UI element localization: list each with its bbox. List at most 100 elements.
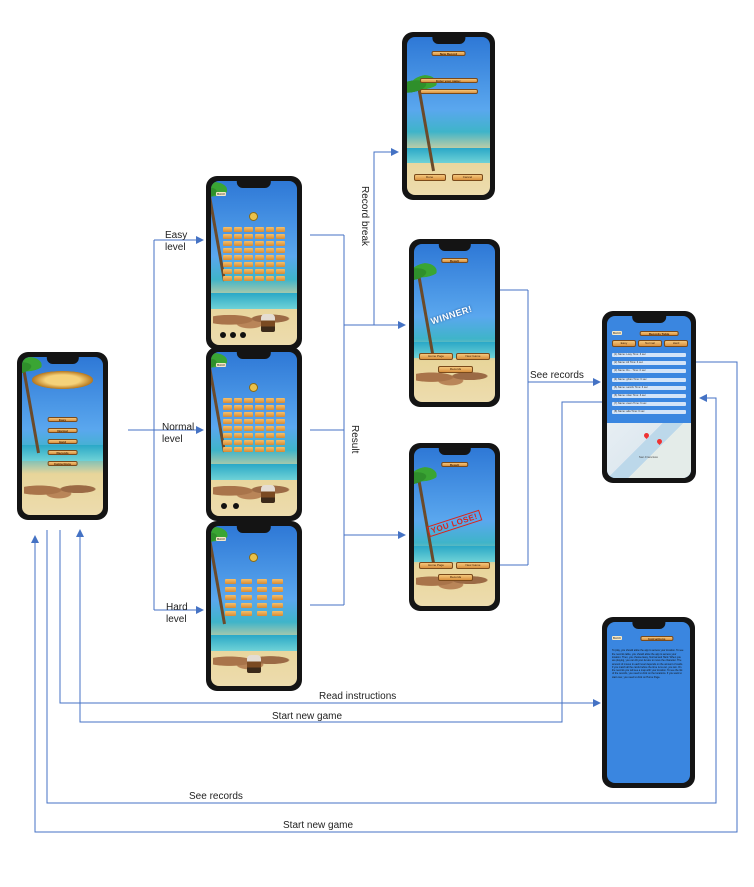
card-tile[interactable] — [265, 446, 275, 452]
card-tile[interactable] — [244, 439, 253, 445]
card-tile[interactable] — [223, 275, 232, 281]
card-tile[interactable] — [223, 425, 232, 431]
name-input[interactable] — [419, 89, 478, 95]
card-tile[interactable] — [233, 261, 243, 267]
card-tile[interactable] — [224, 610, 236, 616]
records-button[interactable]: Records — [438, 365, 473, 373]
card-tile[interactable] — [224, 594, 236, 600]
card-tile[interactable] — [256, 586, 268, 592]
card-tile[interactable] — [233, 254, 243, 260]
card-tile[interactable] — [255, 240, 264, 246]
card-tile[interactable] — [233, 226, 243, 232]
new-game-button[interactable]: New Game — [455, 561, 491, 569]
card-tile[interactable] — [265, 418, 275, 424]
menu-normal-button[interactable]: Normal — [47, 428, 78, 434]
card-tile[interactable] — [276, 261, 285, 267]
card-tile[interactable] — [233, 432, 243, 438]
card-tile[interactable] — [255, 233, 264, 239]
card-tile[interactable] — [244, 446, 253, 452]
card-tile[interactable] — [224, 586, 236, 592]
map-pin-icon[interactable] — [642, 431, 650, 439]
card-tile[interactable] — [276, 432, 285, 438]
card-tile[interactable] — [276, 439, 285, 445]
card-tile[interactable] — [244, 425, 253, 431]
back-badge[interactable]: BACK — [216, 537, 227, 542]
card-tile[interactable] — [255, 418, 264, 424]
card-tile[interactable] — [244, 411, 253, 417]
card-tile[interactable] — [265, 397, 275, 403]
card-tile[interactable] — [276, 404, 285, 410]
card-tile[interactable] — [255, 439, 264, 445]
card-tile[interactable] — [244, 247, 253, 253]
card-tile[interactable] — [223, 418, 232, 424]
card-tile[interactable] — [233, 247, 243, 253]
card-tile[interactable] — [233, 397, 243, 403]
card-tile[interactable] — [276, 425, 285, 431]
card-tile[interactable] — [265, 432, 275, 438]
menu-easy-button[interactable]: Easy — [47, 417, 78, 423]
card-tile[interactable] — [255, 247, 264, 253]
card-tile[interactable] — [265, 411, 275, 417]
card-tile[interactable] — [265, 247, 275, 253]
card-tile[interactable] — [276, 254, 285, 260]
card-tile[interactable] — [265, 268, 275, 274]
card-tile[interactable] — [265, 240, 275, 246]
card-tile[interactable] — [265, 439, 275, 445]
card-tile[interactable] — [233, 233, 243, 239]
tab-easy[interactable]: Easy — [612, 340, 636, 348]
card-tile[interactable] — [223, 254, 232, 260]
card-tile[interactable] — [256, 610, 268, 616]
card-tile[interactable] — [244, 240, 253, 246]
card-tile[interactable] — [244, 261, 253, 267]
card-tile[interactable] — [224, 602, 236, 608]
menu-records-button[interactable]: Records — [47, 450, 78, 456]
card-tile[interactable] — [276, 247, 285, 253]
card-tile[interactable] — [240, 610, 252, 616]
card-tile[interactable] — [240, 586, 252, 592]
card-tile[interactable] — [256, 602, 268, 608]
card-tile[interactable] — [244, 404, 253, 410]
menu-instructions-button[interactable]: Instructions — [47, 461, 78, 467]
card-tile[interactable] — [224, 578, 236, 584]
back-badge[interactable]: BACK — [216, 192, 227, 197]
home-page-button[interactable]: Home Page — [418, 353, 454, 361]
card-tile[interactable] — [244, 233, 253, 239]
card-tile[interactable] — [244, 268, 253, 274]
card-tile[interactable] — [233, 240, 243, 246]
card-tile[interactable] — [276, 418, 285, 424]
card-tile[interactable] — [223, 226, 232, 232]
card-tile[interactable] — [272, 578, 284, 584]
back-badge[interactable]: BACK — [216, 363, 227, 368]
card-tile[interactable] — [233, 268, 243, 274]
card-tile[interactable] — [223, 268, 232, 274]
card-tile[interactable] — [276, 446, 285, 452]
card-tile[interactable] — [276, 233, 285, 239]
card-tile[interactable] — [244, 418, 253, 424]
card-tile[interactable] — [240, 594, 252, 600]
back-badge[interactable]: BACK — [611, 636, 623, 641]
card-tile[interactable] — [265, 233, 275, 239]
card-tile[interactable] — [255, 425, 264, 431]
card-tile[interactable] — [255, 432, 264, 438]
back-badge[interactable]: BACK — [612, 330, 623, 335]
card-tile[interactable] — [255, 397, 264, 403]
card-tile[interactable] — [233, 439, 243, 445]
card-tile[interactable] — [240, 578, 252, 584]
card-tile[interactable] — [265, 226, 275, 232]
card-tile[interactable] — [223, 404, 232, 410]
card-tile[interactable] — [255, 226, 264, 232]
card-tile[interactable] — [276, 226, 285, 232]
tab-normal[interactable]: Normal — [638, 340, 662, 348]
done-button[interactable]: Done — [413, 173, 446, 181]
cancel-button[interactable]: Cancel — [451, 173, 484, 181]
card-tile[interactable] — [256, 594, 268, 600]
card-tile[interactable] — [223, 240, 232, 246]
card-tile[interactable] — [276, 275, 285, 281]
card-tile[interactable] — [233, 404, 243, 410]
card-tile[interactable] — [240, 602, 252, 608]
card-tile[interactable] — [265, 254, 275, 260]
home-page-button[interactable]: Home Page — [418, 561, 454, 569]
card-tile[interactable] — [276, 268, 285, 274]
card-tile[interactable] — [233, 446, 243, 452]
card-tile[interactable] — [244, 397, 253, 403]
